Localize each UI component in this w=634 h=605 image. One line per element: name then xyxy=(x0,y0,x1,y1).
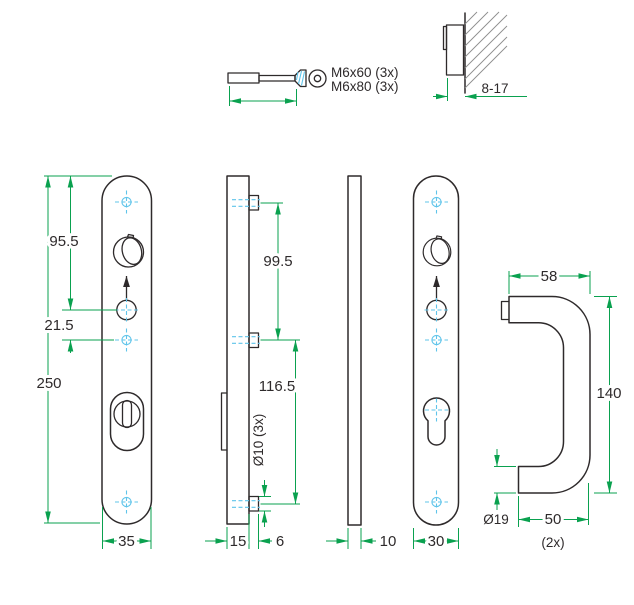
screw-shaft xyxy=(258,74,296,82)
outer-plate-outline xyxy=(412,175,460,526)
lever-hub-hole xyxy=(116,299,137,321)
screw-head-hatch xyxy=(295,70,306,86)
cylinder-centerlines xyxy=(425,398,448,422)
screw-thread xyxy=(227,72,260,84)
handle-quantity-label: (2x) xyxy=(541,535,564,550)
inner-plate-side-view: 99.5 116.5 Ø10 (3x) 15 6 xyxy=(205,175,300,553)
outer-plate-front-dimensions xyxy=(413,528,459,549)
dim-outer-thickness: 10 xyxy=(380,533,397,550)
plate-section-lip xyxy=(442,25,448,51)
outer-plate-side-outline xyxy=(347,175,362,526)
drill-point-icon xyxy=(114,189,139,215)
dim-boss-height: 6 xyxy=(276,533,284,550)
fastener-label-2: M6x80 (3x) xyxy=(331,79,399,94)
inner-plate-side-dimensions xyxy=(205,202,300,549)
inner-plate-front-view: 95.5 21.5 250 35 xyxy=(33,175,153,553)
cylinder-guard-side-bulge xyxy=(220,392,227,451)
screw-head-front-view xyxy=(308,69,327,88)
screw-boss xyxy=(248,495,260,512)
drill-point-icon xyxy=(424,327,449,353)
screw-boss xyxy=(248,194,260,211)
drill-point-icon xyxy=(114,327,139,353)
thumbturn-knob xyxy=(112,233,146,268)
cylinder-guard xyxy=(109,391,145,452)
lever-hub-hole xyxy=(426,299,447,321)
dim-lever-to-screw: 21.5 xyxy=(44,317,73,334)
grip-range-label: 8-17 xyxy=(481,81,508,96)
grip-range-dimension xyxy=(433,78,527,101)
cylinder-guard-core xyxy=(113,400,141,428)
plate-side-outline xyxy=(226,175,250,525)
pull-handle-outline xyxy=(508,295,591,494)
screw-countersunk-head xyxy=(294,69,307,88)
handle-mount-stub xyxy=(500,300,509,321)
outer-plate-front-view: 30 xyxy=(412,175,460,553)
dim-boss-diameter: Ø10 (3x) xyxy=(251,414,266,467)
screw-length-dimension xyxy=(229,86,297,106)
dim-lower-span: 116.5 xyxy=(259,378,295,395)
pull-handle-view: 58 140 Ø19 50 (2x) xyxy=(480,265,624,550)
door-cross-section: 8-17 xyxy=(433,11,527,101)
drill-point-icon xyxy=(424,489,449,515)
dim-tube-diameter: Ø19 xyxy=(483,512,509,527)
lever-hub-centerlines xyxy=(424,298,449,322)
dim-handle-length: 140 xyxy=(596,385,621,402)
outer-plate-side-dimensions xyxy=(326,528,376,549)
screw-socket xyxy=(313,74,322,83)
dim-plate-width: 35 xyxy=(118,533,135,550)
euro-cylinder-cutout xyxy=(422,397,451,446)
inner-plate-front-dimensions xyxy=(44,175,152,549)
mounted-plate-section xyxy=(445,24,465,76)
dim-total-height: 250 xyxy=(36,375,61,392)
screw-boss xyxy=(248,332,260,349)
boss-centerlines xyxy=(232,199,260,508)
dim-top-to-lever: 95.5 xyxy=(49,233,78,250)
thumbturn-knob xyxy=(422,235,453,267)
plate-outline xyxy=(101,175,153,525)
dim-handle-projection: 58 xyxy=(541,268,558,285)
fastener-label-1: M6x60 (3x) xyxy=(331,65,399,80)
dim-plate-thickness: 15 xyxy=(230,533,247,550)
cylinder-guard-slot xyxy=(121,399,133,429)
dim-base-width: 50 xyxy=(545,511,562,528)
dim-upper-span: 99.5 xyxy=(263,253,292,270)
lever-hub-centerlines xyxy=(114,298,139,322)
pull-handle-dimensions xyxy=(494,271,617,527)
drill-point-icon xyxy=(114,489,139,515)
outer-plate-side-view: 10 xyxy=(326,175,397,550)
drill-point-icon xyxy=(424,189,449,215)
wall-hatch-pattern xyxy=(464,11,508,89)
fastener-drawing: M6x60 (3x) M6x80 (3x) xyxy=(227,65,399,106)
dim-outer-width: 30 xyxy=(428,533,445,550)
